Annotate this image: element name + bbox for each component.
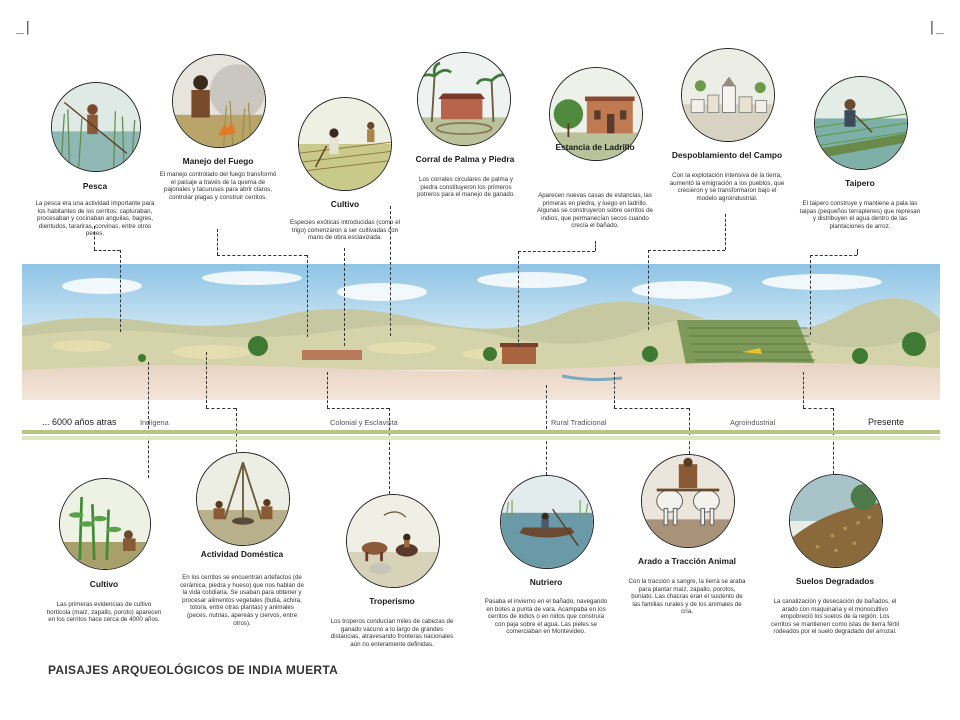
card-title-taipero: Taipero [845, 178, 875, 188]
landscape-panorama [22, 264, 940, 400]
leader-line [94, 250, 120, 251]
brick-ranch-illustration [549, 67, 643, 161]
leader-line [803, 372, 804, 408]
timeline-period-rural: Rural Tradicional [551, 418, 607, 427]
timeline-bar [22, 430, 940, 434]
card-desc-actividad: En los cerritos se encuentran artefactos… [180, 574, 304, 627]
town-illustration [681, 48, 775, 142]
leader-line [518, 251, 519, 347]
crop-mark-left: _| [16, 20, 32, 35]
card-desc-arado: Con la tracción a sangre, la tierra se a… [628, 578, 746, 616]
card-title-arado: Arado a Tracción Animal [638, 556, 736, 566]
crop-mark-right: |_ [928, 20, 944, 35]
cattle-drive-illustration [346, 494, 440, 588]
ox-plough-illustration [641, 454, 735, 548]
card-desc-corral: Los corrales circulares de palma y piedr… [416, 176, 516, 199]
card-title-estancia: Estancia de Ladrillo [555, 142, 635, 152]
leader-line [833, 408, 834, 474]
leader-line [614, 372, 615, 408]
leader-line [217, 229, 218, 255]
leader-line [810, 255, 811, 335]
leader-line [206, 408, 236, 409]
card-title-actividad: Actividad Doméstica [200, 549, 284, 559]
taipero-illustration [814, 76, 908, 170]
card-title-suelos: Suelos Degradados [795, 576, 875, 586]
palm-corral-illustration [417, 52, 511, 146]
card-desc-pesca: La pesca era una actividad importante pa… [35, 200, 155, 238]
wheat-cultivation-illustration [298, 97, 392, 191]
leader-line [307, 255, 308, 337]
card-desc-taipero: El taipero construye y mantiene a pala l… [799, 200, 921, 230]
card-title-corral: Corral de Palma y Piedra [415, 154, 515, 164]
leader-line [803, 408, 833, 409]
leader-line [327, 408, 389, 409]
fishing-illustration [51, 82, 141, 172]
timeline-end-label: Presente [868, 417, 905, 427]
timeline-period-indigena: Indígena [140, 418, 169, 427]
timeline-bar-shadow [22, 436, 940, 440]
card-desc-fuego: El manejo controlado del fuego transform… [159, 171, 277, 201]
leader-line [857, 249, 858, 255]
card-desc-estancia: Aparecen nuevas casas de estancias, las … [537, 192, 653, 230]
card-title-fuego: Manejo del Fuego [182, 156, 254, 166]
leader-line [389, 408, 390, 494]
timeline-period-agroindustrial: Agroindustrial [730, 418, 776, 427]
leader-line [518, 251, 595, 252]
card-title-cultivo-bottom: Cultivo [89, 579, 119, 589]
timeline-period-colonial: Colonial y Esclavista [330, 418, 398, 427]
card-desc-nutriero: Pasaba el invierno en el bañado, navegan… [484, 598, 608, 636]
card-title-nutriero: Nutriero [529, 577, 563, 587]
card-title-cultivo-top: Cultivo [330, 199, 360, 209]
domestic-activity-illustration [196, 452, 290, 546]
leader-line [148, 362, 149, 478]
card-title-despoblamiento: Despoblamiento del Campo [671, 150, 783, 160]
leader-line [217, 255, 307, 256]
leader-line [614, 408, 689, 409]
card-desc-cultivo-top: Especies exóticas introducidas (como el … [289, 219, 401, 242]
leader-line [810, 255, 857, 256]
leader-line [648, 250, 649, 330]
leader-line [390, 206, 391, 336]
card-title-troperismo: Troperismo [369, 596, 415, 606]
leader-line [120, 250, 121, 332]
leader-line [344, 248, 345, 346]
leader-line [725, 214, 726, 250]
leader-line [327, 372, 328, 408]
card-desc-despoblamiento: Con la explotación intensiva de la tierr… [669, 172, 785, 202]
card-title-pesca: Pesca [82, 181, 108, 191]
degraded-soil-illustration [789, 474, 883, 568]
leader-line [94, 226, 95, 250]
card-desc-cultivo-bottom: Las primeras evidencias de cultivo hortí… [46, 601, 162, 624]
page-title: PAISAJES ARQUEOLÓGICOS DE INDIA MUERTA [48, 663, 339, 677]
leader-line [206, 352, 207, 408]
timeline-start-label: ... 6000 años atras [42, 417, 117, 427]
leader-line [648, 250, 725, 251]
horticulture-illustration [59, 478, 151, 570]
card-desc-suelos: La canalización y desecación de bañados,… [771, 598, 899, 636]
fire-management-illustration [172, 54, 266, 148]
nutria-hunter-illustration [500, 475, 594, 569]
leader-line [595, 241, 596, 251]
card-desc-troperismo: Los troperos conducían miles de cabezas … [330, 618, 454, 648]
